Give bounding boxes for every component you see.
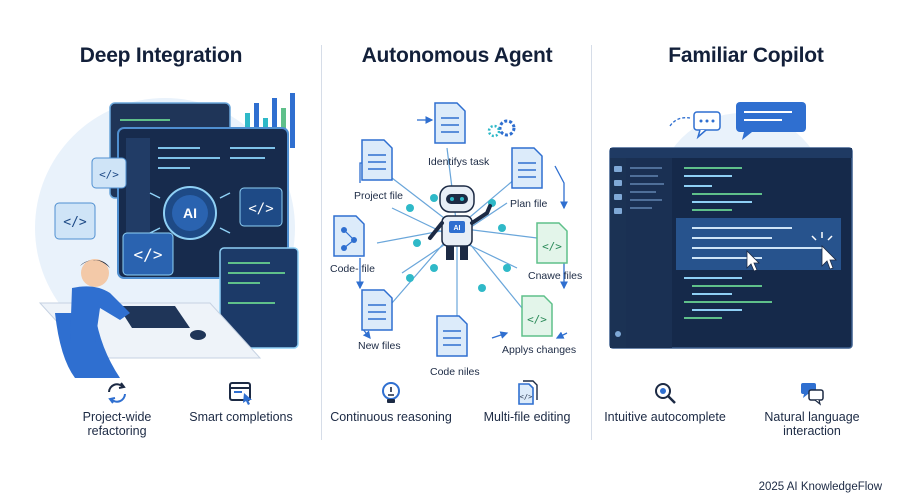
svg-text:</>: </> <box>63 215 87 230</box>
panel-autonomous-agent: Autonomous Agent <box>322 0 592 450</box>
panel-title: Familiar Copilot <box>668 44 824 67</box>
node-label-applys-changes: Applys changes <box>502 344 577 356</box>
explorer-panel <box>626 158 672 348</box>
deep-integration-illustration: AI </> </> </> </> <box>35 93 299 378</box>
node-label-code-niles: Code niles <box>430 366 480 378</box>
feature-label: Continuous reasoning <box>330 410 452 424</box>
click-burst <box>811 232 833 241</box>
node-label-project-file: Project file <box>354 190 404 202</box>
feature-label: Natural language interaction <box>764 410 860 438</box>
node-label-new-files: New files <box>358 340 401 352</box>
code-window-cursor-icon <box>229 382 252 405</box>
robot-icon <box>428 185 492 260</box>
magnifier-icon <box>655 383 676 404</box>
mouse <box>190 330 206 340</box>
feature-label: Project-wide refactoring <box>82 410 152 438</box>
activity-icons <box>614 166 622 337</box>
panel-divider <box>321 45 322 440</box>
mouse-cursor-icon <box>821 245 837 270</box>
panel-familiar-copilot: Familiar Copilot <box>592 0 900 450</box>
feature-label: Intuitive autocomplete <box>604 410 726 424</box>
activity-bar <box>610 158 626 348</box>
person-head <box>81 259 109 287</box>
node-label-identifys-task: Identifys task <box>428 156 490 168</box>
lightbulb-head-icon <box>382 382 400 403</box>
suggestion-highlight <box>676 218 841 270</box>
agent-flow-diagram: </> </> AI <box>333 102 568 357</box>
svg-text:</>: </> <box>134 245 163 264</box>
panel-deep-integration: Deep Integration <box>0 0 322 450</box>
chat-bubble-icon <box>693 111 721 140</box>
ai-badge: AI <box>183 205 197 221</box>
refactor-arrows-icon <box>108 382 126 404</box>
code-file-icon: </> <box>536 222 568 264</box>
document-icon <box>434 102 466 144</box>
code-file-icon: </> <box>521 295 553 337</box>
document-icon <box>361 139 393 181</box>
copilot-editor-illustration <box>609 102 853 349</box>
panel-title: Autonomous Agent <box>361 44 553 67</box>
feature-continuous-reasoning: Continuous reasoning <box>326 380 456 424</box>
svg-text:</>: </> <box>542 240 562 253</box>
keyboard <box>118 306 190 328</box>
person-hair <box>80 259 110 268</box>
feature-intuitive-autocomplete: Intuitive autocomplete <box>600 380 730 424</box>
feature-project-wide-refactoring: Project-wide refactoring <box>52 380 182 438</box>
chat-bubble-icon <box>736 102 806 140</box>
footer-credit: 2025 AI KnowledgeFlow <box>758 481 882 493</box>
code-bracket-tile: </> <box>91 157 127 189</box>
editor-code-lines <box>684 167 772 319</box>
node-label-plan-file: Plan file <box>510 198 548 210</box>
feature-label: Smart completions <box>189 410 293 424</box>
svg-text:</>: </> <box>99 168 119 181</box>
mouse-cursor-icon <box>746 250 760 272</box>
diagram-file-icon <box>333 215 365 257</box>
person-body <box>70 286 130 343</box>
document-icon <box>361 289 393 331</box>
code-bracket-tile: </> <box>122 232 174 276</box>
code-files-icon: </> <box>518 380 538 405</box>
feature-natural-language-interaction: Natural language interaction <box>742 380 882 438</box>
robot-ai-badge: AI <box>454 225 461 232</box>
document-icon <box>511 147 543 189</box>
dashed-arc <box>669 117 691 127</box>
code-bracket-tile: </> <box>239 187 283 227</box>
feature-multi-file-editing: </> Multi-file editing <box>462 380 592 424</box>
ai-brain-icon <box>149 186 231 240</box>
connection-dots <box>406 194 511 292</box>
feature-label: Multi-file editing <box>483 410 571 424</box>
code-bracket-tile: </> <box>54 202 96 240</box>
svg-text:</>: </> <box>527 313 547 326</box>
panel-title: Deep Integration <box>79 44 243 67</box>
document-icon <box>436 315 468 357</box>
gear-icon <box>487 119 516 138</box>
svg-text:</>: </> <box>520 393 533 401</box>
node-label-cnawe-files: Cnawe files <box>528 270 583 282</box>
feature-smart-completions: Smart completions <box>176 380 306 424</box>
node-label-code-file: Code- file <box>330 263 375 275</box>
chat-bubbles-icon <box>801 383 824 406</box>
panel-divider <box>591 45 592 440</box>
svg-text:</>: </> <box>248 201 273 217</box>
